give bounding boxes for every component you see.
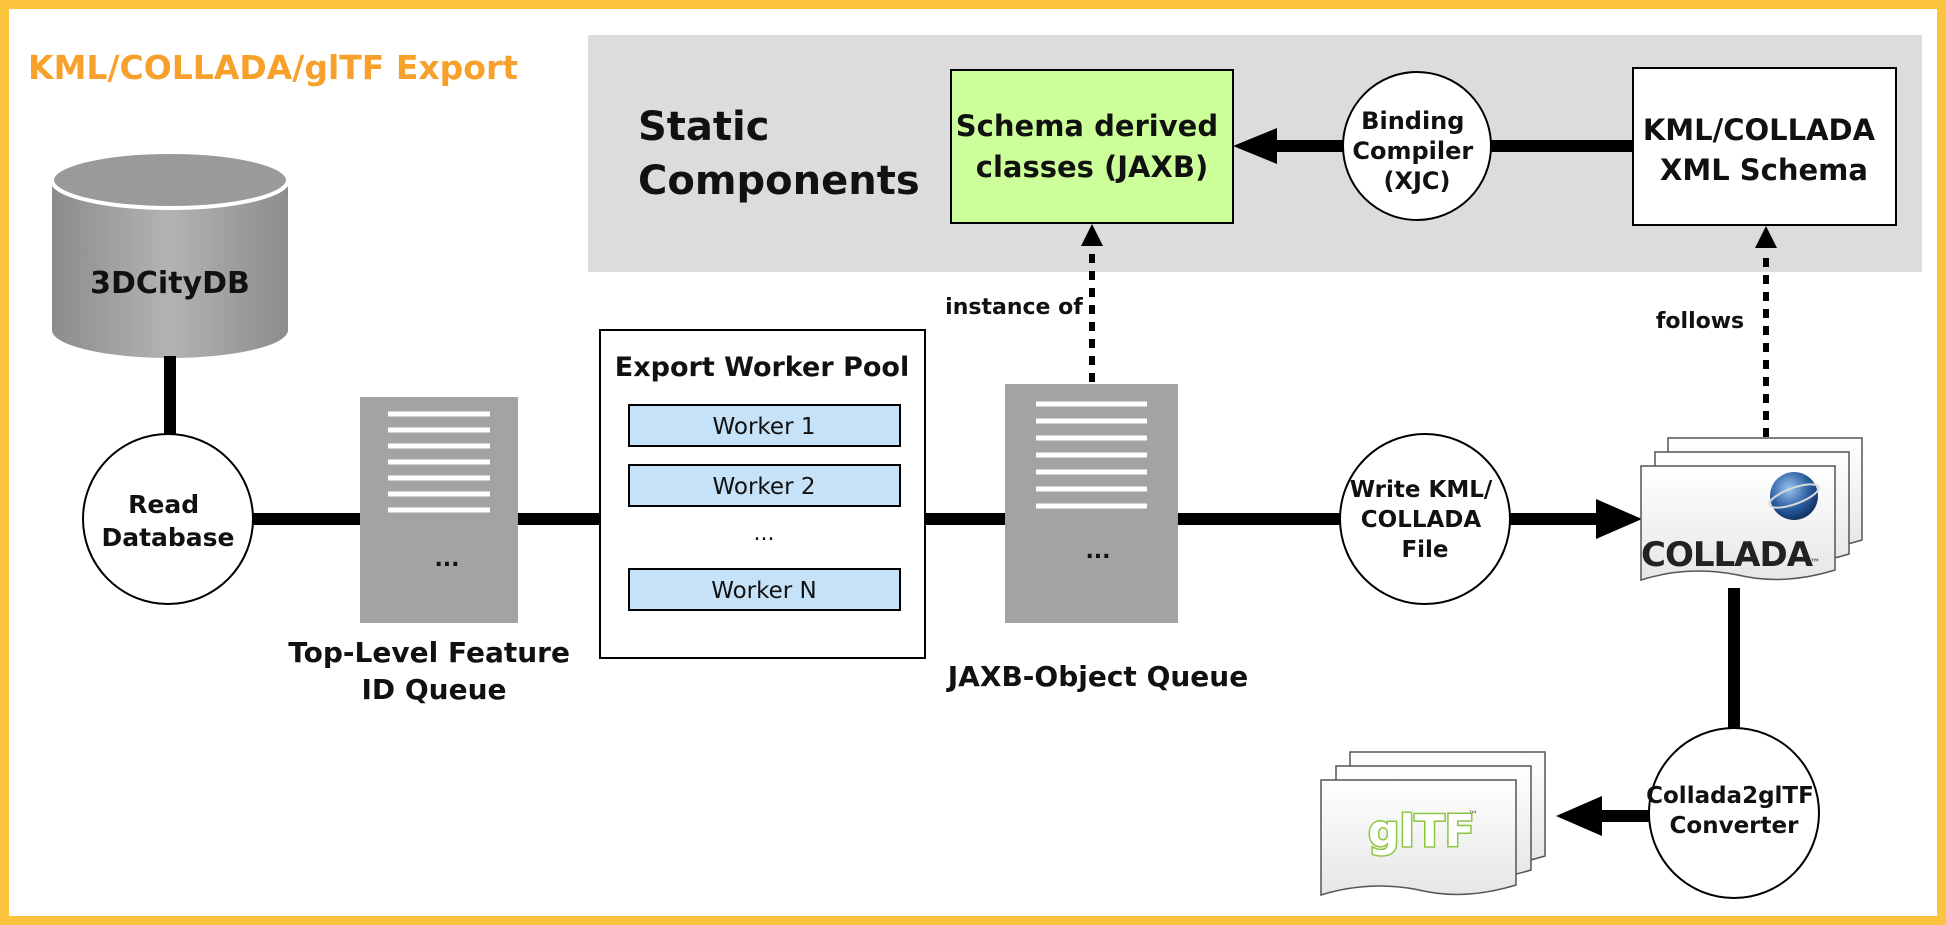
feature-id-queue-ellipsis: ... bbox=[434, 547, 459, 572]
database-label: 3DCityDB bbox=[90, 266, 250, 301]
write-to-collada-arrowhead bbox=[1596, 499, 1642, 539]
database-cylinder bbox=[50, 150, 290, 358]
binding-compiler-label: Binding Compiler (XJC) bbox=[1352, 107, 1481, 195]
instance-of-arrowhead bbox=[1081, 224, 1103, 246]
write-file-node bbox=[1339, 433, 1511, 605]
xml-schema-label: KML/COLLADA XML Schema bbox=[1643, 113, 1885, 187]
schema-derived-classes-box bbox=[950, 69, 1234, 224]
worker-n-label: Worker N bbox=[711, 578, 817, 604]
collada-logo-text: COLLADA bbox=[1641, 535, 1814, 575]
converter-to-gltf-arrowhead bbox=[1556, 796, 1602, 836]
instance-of-label: instance of bbox=[945, 295, 1083, 320]
follows-label: follows bbox=[1656, 309, 1744, 334]
gltf-logo-text: glTF bbox=[1368, 806, 1475, 857]
follows-arrowhead bbox=[1755, 226, 1777, 248]
feature-id-queue-label: Top-Level Feature ID Queue bbox=[288, 636, 579, 706]
feature-id-queue-lines bbox=[388, 411, 490, 513]
collada-logo-tm: ™ bbox=[1810, 558, 1820, 569]
xml-schema-box bbox=[1632, 67, 1897, 226]
write-file-label: Write KML/ COLLADA File bbox=[1350, 477, 1501, 563]
export-worker-pool-title: Export Worker Pool bbox=[615, 352, 909, 383]
read-database-label: Read Database bbox=[101, 490, 234, 552]
worker-1-label: Worker 1 bbox=[713, 414, 816, 440]
worker-1-box bbox=[628, 404, 901, 447]
gltf-logo-tm: ™ bbox=[1468, 810, 1478, 821]
jaxb-object-queue-lines bbox=[1036, 401, 1147, 509]
worker-n-box bbox=[628, 568, 901, 611]
converter-label: Collada2glTF Converter bbox=[1646, 783, 1822, 839]
schema-derived-classes-label: Schema derived classes (JAXB) bbox=[956, 109, 1228, 184]
worker-2-box bbox=[628, 464, 901, 507]
collada-globe-icon bbox=[1768, 472, 1820, 520]
jaxb-object-queue-ellipsis: ... bbox=[1085, 539, 1110, 564]
jaxb-object-queue-label: JAXB-Object Queue bbox=[946, 660, 1248, 693]
worker-2-label: Worker 2 bbox=[713, 474, 816, 500]
static-components-label: Static Components bbox=[638, 104, 920, 204]
compiler-to-classes-arrowhead bbox=[1233, 128, 1277, 164]
gltf-file-stack bbox=[1320, 751, 1546, 897]
diagram-title: KML/COLLADA/glTF Export bbox=[28, 48, 518, 87]
worker-pool-ellipsis: ... bbox=[754, 521, 775, 546]
read-database-node bbox=[82, 433, 254, 605]
